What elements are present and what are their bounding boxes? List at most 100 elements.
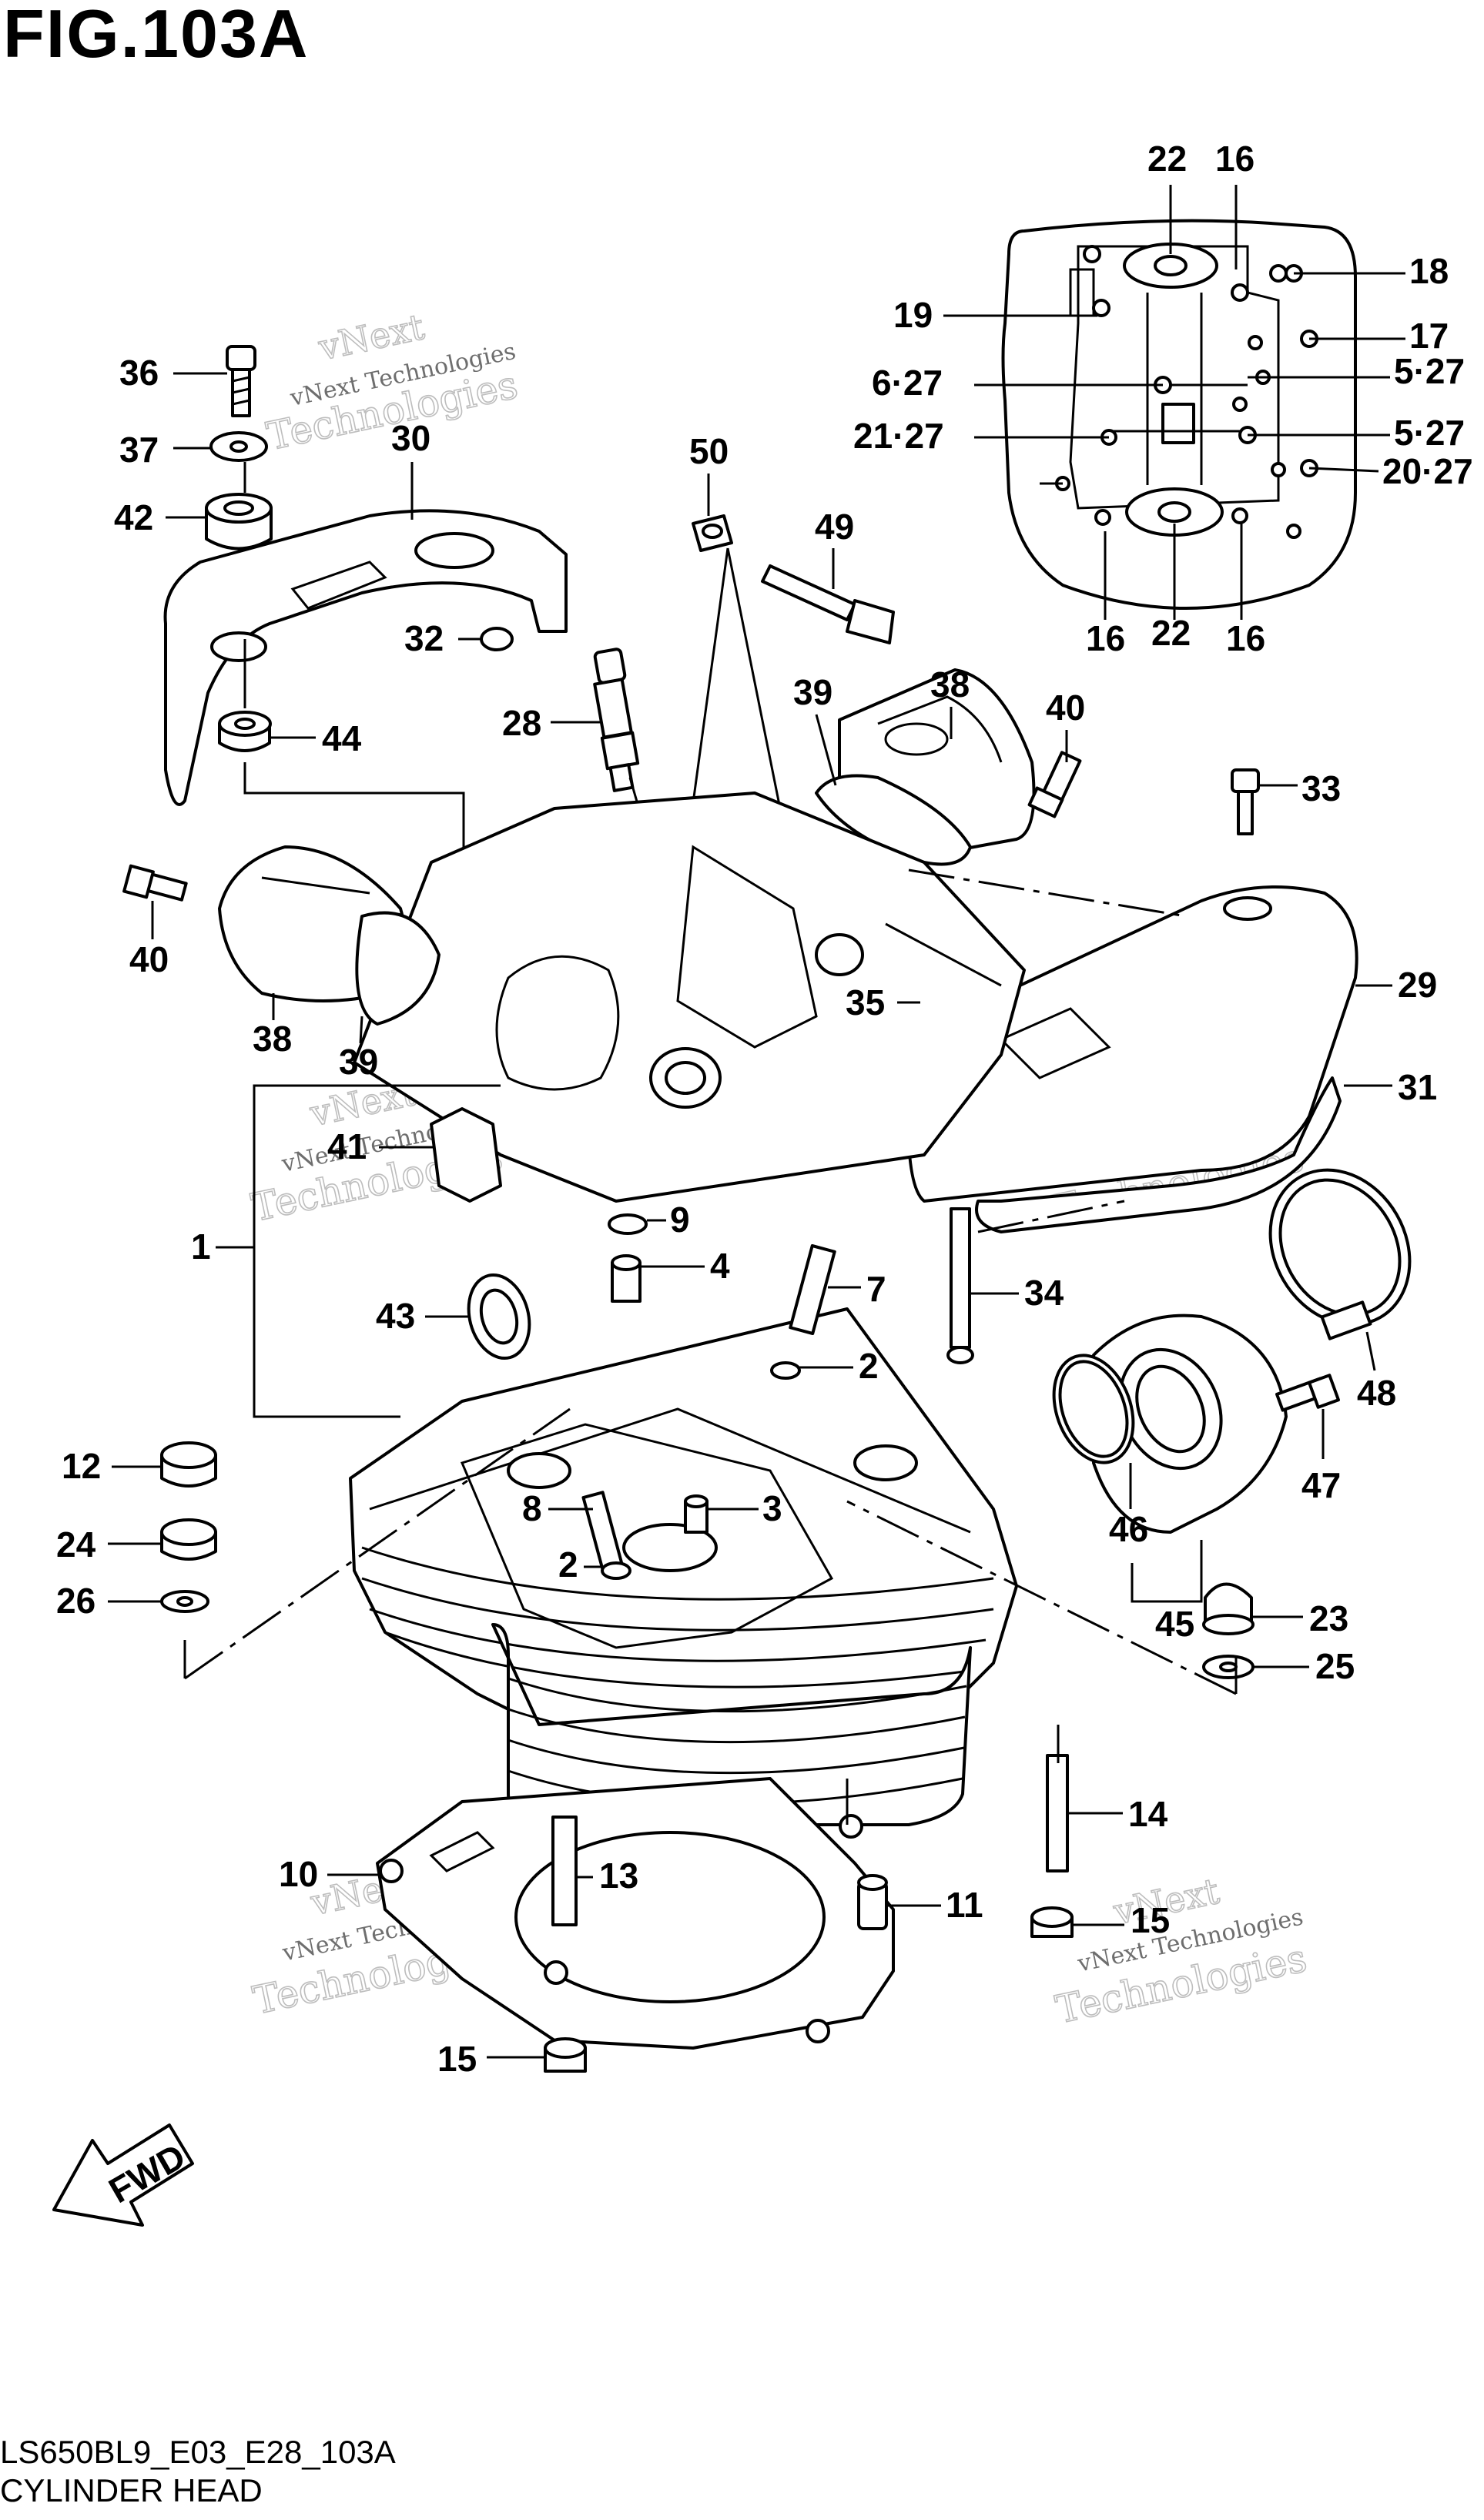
guide-line-34 [977, 1200, 1125, 1233]
rocker-cover-rear [163, 509, 568, 806]
cylinder-fins [491, 1623, 972, 1826]
cylinder-base-gasket-10 [376, 1777, 895, 2050]
bolt-49 [761, 564, 895, 644]
stud-bolt-34 [946, 1207, 974, 1364]
gasket-31 [975, 1076, 1342, 1233]
rocker-housing [353, 791, 1026, 1203]
dowel-3 [684, 1494, 709, 1534]
callout-24: 24 [56, 1524, 96, 1565]
bolt-33 [1231, 768, 1260, 835]
callout-6-27: 6·27 [872, 363, 943, 403]
callout-43: 43 [376, 1296, 415, 1336]
gasket-39-lower [355, 911, 441, 1026]
callout-40-lower: 40 [129, 939, 169, 979]
callout-2-upper: 2 [859, 1346, 879, 1386]
callout-35: 35 [846, 982, 885, 1022]
nut-24 [160, 1518, 217, 1561]
callout-44: 44 [322, 718, 362, 758]
figure-title: FIG.103A [3, 0, 310, 72]
washer-25-hole [1219, 1662, 1238, 1672]
o-ring-9 [608, 1213, 648, 1235]
callout-3: 3 [762, 1488, 782, 1528]
figure-caption: LS650BL9_E03_E28_103A CYLINDER HEAD [0, 2433, 396, 2511]
bolt-36 [226, 345, 256, 417]
figure-name: CYLINDER HEAD [0, 2472, 263, 2509]
callout-28: 28 [502, 703, 541, 743]
callout-38-upper: 38 [930, 664, 970, 704]
stud-bolt-14 [1046, 1754, 1069, 1872]
callout-9: 9 [670, 1200, 690, 1240]
leader-16-bracket [1104, 524, 1243, 620]
callout-31: 31 [1398, 1067, 1437, 1107]
leader-1-bracket [253, 1084, 501, 1418]
watermark-top-left: vNext Technologies vNext Technologies [263, 305, 522, 460]
callout-12: 12 [62, 1446, 101, 1486]
callout-17: 17 [1409, 316, 1449, 356]
callout-36: 36 [119, 353, 159, 393]
callout-5-27-upper: 5·27 [1394, 351, 1465, 391]
nut-50 [692, 514, 733, 552]
leader-48 [1365, 1331, 1376, 1371]
callout-4: 4 [710, 1246, 730, 1286]
callout-26: 26 [56, 1581, 95, 1621]
washer-2-lower [601, 1561, 631, 1580]
seal-43 [467, 1273, 531, 1360]
leader-39-lower [359, 1016, 363, 1044]
callout-23: 23 [1309, 1598, 1348, 1638]
bolt-40-upper [1027, 751, 1082, 818]
callout-15-left: 15 [437, 2039, 477, 2079]
callout-18: 18 [1409, 251, 1449, 291]
callout-30: 30 [391, 418, 430, 458]
dowel-4 [611, 1254, 642, 1303]
bolt-40-lower [122, 864, 188, 902]
leader-45-bracket [1131, 1540, 1203, 1603]
callout-32: 32 [404, 618, 444, 658]
callout-10: 10 [279, 1854, 318, 1894]
callout-39-lower: 39 [339, 1042, 378, 1082]
callout-29: 29 [1398, 965, 1437, 1005]
washer-2-upper [770, 1361, 801, 1380]
callout-45: 45 [1155, 1604, 1194, 1644]
washer-44 [218, 711, 272, 752]
guide-line-intake [908, 868, 1187, 918]
nut-15-right [1030, 1906, 1074, 1938]
grommet-42 [205, 493, 273, 551]
callout-22: 22 [1147, 139, 1187, 179]
callout-7: 7 [866, 1269, 886, 1309]
callout-39-upper: 39 [793, 672, 832, 712]
callout-16-bottom-right: 16 [1226, 618, 1265, 658]
callout-50: 50 [689, 431, 729, 471]
washer-37-hole [229, 440, 248, 453]
callout-22-bottom: 22 [1151, 613, 1191, 653]
callout-47: 47 [1301, 1465, 1341, 1505]
callout-13: 13 [599, 1856, 638, 1896]
callout-2-lower: 2 [558, 1544, 578, 1585]
leader-39-upper [815, 714, 837, 786]
callout-46: 46 [1109, 1509, 1148, 1549]
callout-48: 48 [1357, 1373, 1396, 1413]
callout-33: 33 [1301, 768, 1341, 808]
fwd-arrow: FWD [52, 2123, 194, 2227]
watermark-bottom-right: vNext Technologies vNext Technologies [1051, 1869, 1311, 2033]
washer-26-hole [176, 1596, 193, 1607]
guide-line-left [183, 1407, 571, 1680]
cylinder-head-1 [349, 1307, 1018, 1726]
callout-5-27-lower: 5·27 [1394, 413, 1465, 453]
leader-20 [1308, 467, 1379, 473]
callout-41: 41 [327, 1126, 367, 1166]
callout-21-27: 21·27 [853, 416, 944, 456]
figure-code: LS650BL9_E03_E28_103A [0, 2434, 396, 2470]
callout-37: 37 [119, 430, 159, 470]
cap-nut-23 [1202, 1582, 1255, 1635]
plug-12 [160, 1441, 217, 1488]
callout-14: 14 [1128, 1794, 1168, 1834]
clamp-48 [1268, 1168, 1412, 1340]
bolt-47 [1275, 1374, 1340, 1412]
callout-16: 16 [1215, 139, 1255, 179]
head-top-view-inset [1001, 219, 1357, 610]
dowel-11 [857, 1874, 888, 1930]
callout-38-lower: 38 [253, 1019, 292, 1059]
callout-1: 1 [191, 1227, 211, 1267]
callout-42: 42 [114, 497, 153, 537]
